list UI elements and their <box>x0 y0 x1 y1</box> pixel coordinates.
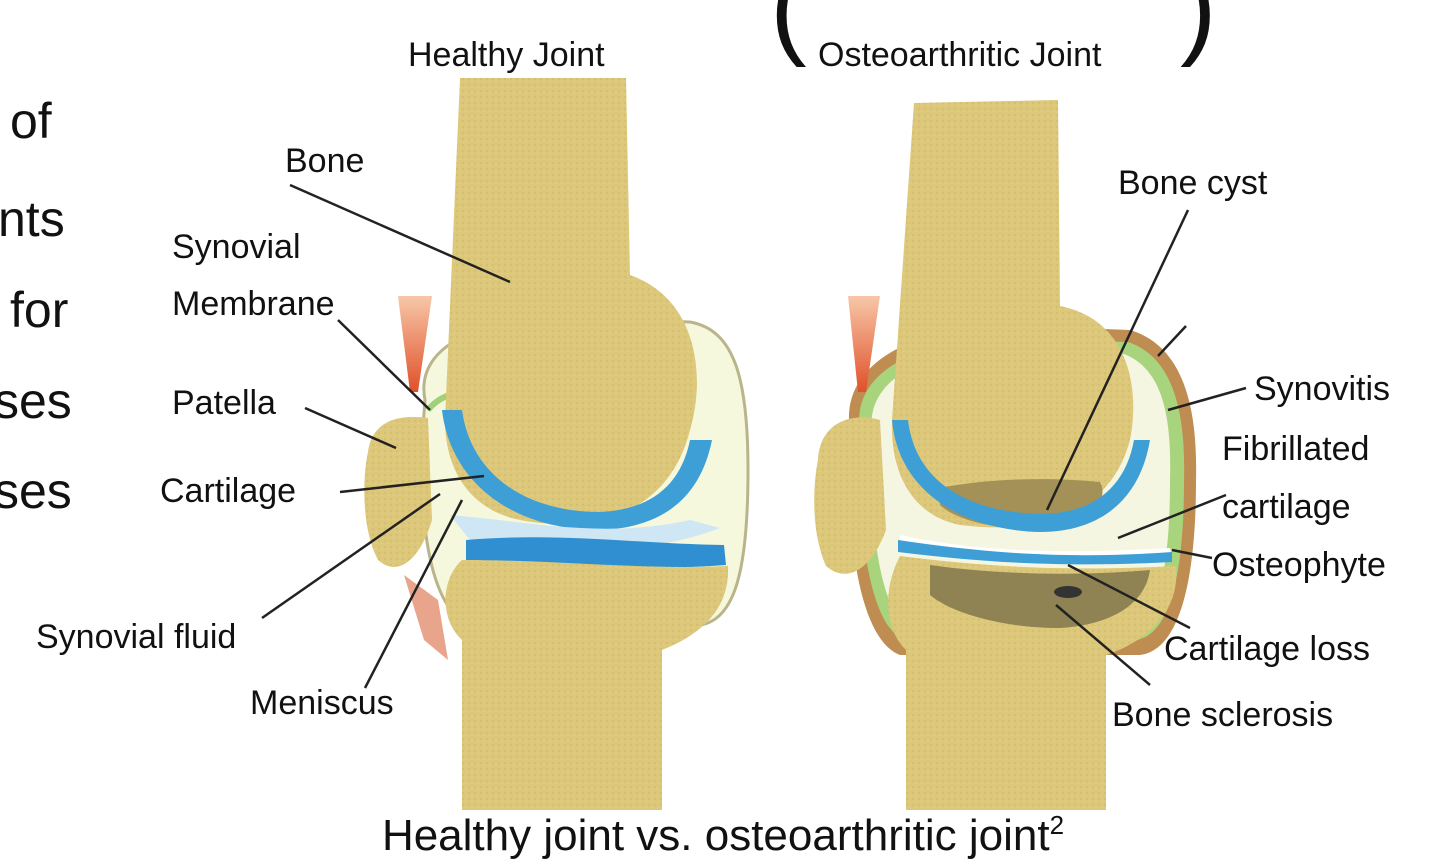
healthy-tibia <box>446 560 729 810</box>
healthy-joint-title: Healthy Joint <box>408 36 605 74</box>
label-osteophyte: Osteophyte <box>1212 546 1386 584</box>
label-synovitis: Synovitis <box>1254 370 1390 408</box>
healthy-femur <box>445 78 697 524</box>
label-bone-sclerosis: Bone sclerosis <box>1112 696 1333 734</box>
osteoarthritic-joint-title: Osteoarthritic Joint <box>818 36 1102 74</box>
diagram-caption: Healthy joint vs. osteoarthritic joint2 <box>0 810 1446 861</box>
label-synovial: Synovial <box>172 228 301 266</box>
label-cartilage-loss: Cartilage loss <box>1164 630 1370 668</box>
sclerosis-spot <box>1054 586 1082 598</box>
label-membrane: Membrane <box>172 285 335 323</box>
label-fibrillated: Fibrillated <box>1222 430 1369 468</box>
label-cartilage: Cartilage <box>160 472 296 510</box>
label-bone-cyst: Bone cyst <box>1118 164 1268 202</box>
label-patella: Patella <box>172 384 276 422</box>
label-synovial-fluid: Synovial fluid <box>36 618 236 656</box>
caption-text: Healthy joint vs. osteoarthritic joint <box>382 811 1050 860</box>
healthy-joint <box>364 78 748 810</box>
oa-femur <box>892 100 1133 527</box>
oa-patella <box>814 417 886 573</box>
knee-joint-diagram: Healthy Joint Osteoarthritic Joint Bone … <box>0 0 1446 810</box>
label-bone: Bone <box>285 142 364 180</box>
leader-capsule <box>1158 326 1186 356</box>
caption-footnote: 2 <box>1050 810 1064 840</box>
label-fibrillated-cartilage: cartilage <box>1222 488 1351 526</box>
label-meniscus: Meniscus <box>250 684 394 722</box>
